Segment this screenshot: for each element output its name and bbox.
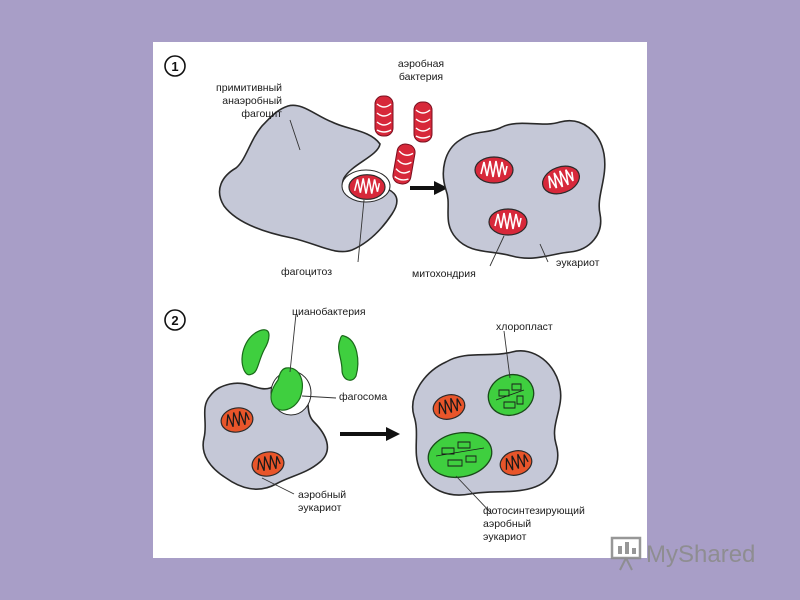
leader-line <box>261 477 295 495</box>
leader-line <box>301 395 337 399</box>
chloroplast <box>487 373 535 417</box>
aerobic-bacterium <box>374 95 394 137</box>
engulfed-bacterium <box>348 173 386 201</box>
leader-line <box>455 475 493 515</box>
label-phagocyte: фагоцит <box>241 108 282 120</box>
label-eukaryote: эукариот <box>556 257 600 269</box>
watermark-text: MyShared <box>646 541 755 568</box>
label-mitochondrion: митохондрия <box>412 268 476 280</box>
label-primitive: примитивный <box>216 82 282 94</box>
arrow-panel-2 <box>340 427 400 441</box>
anaerobic-phagocyte-cell <box>218 104 398 253</box>
presentation-board-icon <box>610 536 642 571</box>
label-phagocytosis: фагоцитоз <box>281 266 332 278</box>
leader-line <box>289 119 301 151</box>
leader-line <box>289 313 297 373</box>
label-cyanobacterium: цианобактерия <box>292 306 366 318</box>
cyanobacterium <box>338 335 359 381</box>
label-aerobic-3: аэробный <box>483 518 531 530</box>
arrow-panel-1 <box>410 181 448 195</box>
label-eukaryote-2: эукариот <box>298 502 342 514</box>
label-chloroplast: хлоропласт <box>496 321 553 333</box>
aerobic-bacterium <box>390 142 418 186</box>
label-anaerobic: анаэробный <box>222 95 282 107</box>
label-photosynthetic: фотосинтезирующий <box>483 505 585 517</box>
mitochondrion <box>488 208 528 236</box>
engulfed-cyanobacterium <box>270 367 303 411</box>
watermark: MyShared <box>610 536 755 571</box>
label-phagosome: фагосома <box>339 391 387 403</box>
leader-line <box>357 199 365 263</box>
mitochondrion <box>474 156 514 184</box>
leader-line <box>489 235 505 267</box>
label-aerobic-2: аэробный <box>298 489 346 501</box>
chloroplast <box>427 431 493 479</box>
cyanobacterium <box>241 329 270 376</box>
photosynthetic-eukaryote-cell <box>411 350 562 496</box>
panel-1-number: 1 <box>171 59 178 74</box>
label-aerobic: аэробная <box>398 58 444 70</box>
leader-line <box>539 243 549 263</box>
eukaryote-cell <box>442 119 606 259</box>
panel-2-number: 2 <box>171 313 178 328</box>
label-eukaryote-3: эукариот <box>483 531 527 543</box>
aerobic-bacterium <box>413 101 433 143</box>
panel-1: 1 примити <box>164 55 606 280</box>
panel-1-number-badge: 1 <box>164 55 186 77</box>
leader-line <box>503 330 511 379</box>
panel-2: 2 <box>164 306 585 543</box>
panel-2-number-badge: 2 <box>164 309 186 331</box>
label-bacterium: бактерия <box>399 71 443 83</box>
